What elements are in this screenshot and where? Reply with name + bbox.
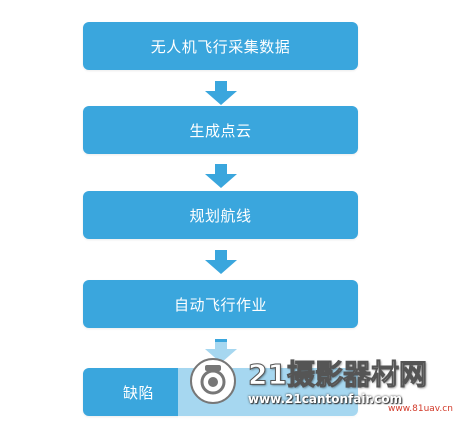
down-arrow-icon <box>205 164 237 188</box>
flow-step-collect-data: 无人机飞行采集数据 <box>83 22 358 70</box>
flow-step-plan-route: 规划航线 <box>83 191 358 239</box>
flow-step-auto-flight: 自动飞行作业 <box>83 280 358 328</box>
watermark-url-secondary: www.81uav.cn <box>388 404 453 414</box>
camera-logo-icon <box>188 356 238 406</box>
down-arrow-icon <box>205 81 237 105</box>
watermark-title: 21摄影器材网 <box>248 358 428 392</box>
down-arrow-icon <box>205 250 237 274</box>
flow-step-label: 生成点云 <box>189 121 252 140</box>
flow-step-label: 规划航线 <box>189 206 252 225</box>
flow-step-generate-point-cloud: 生成点云 <box>83 106 358 154</box>
watermark-url: www.21cantonfair.com <box>248 392 403 406</box>
flow-step-label: 无人机飞行采集数据 <box>150 37 291 56</box>
flow-step-label: 缺陷 <box>123 383 155 402</box>
flow-step-label: 自动飞行作业 <box>173 295 267 314</box>
